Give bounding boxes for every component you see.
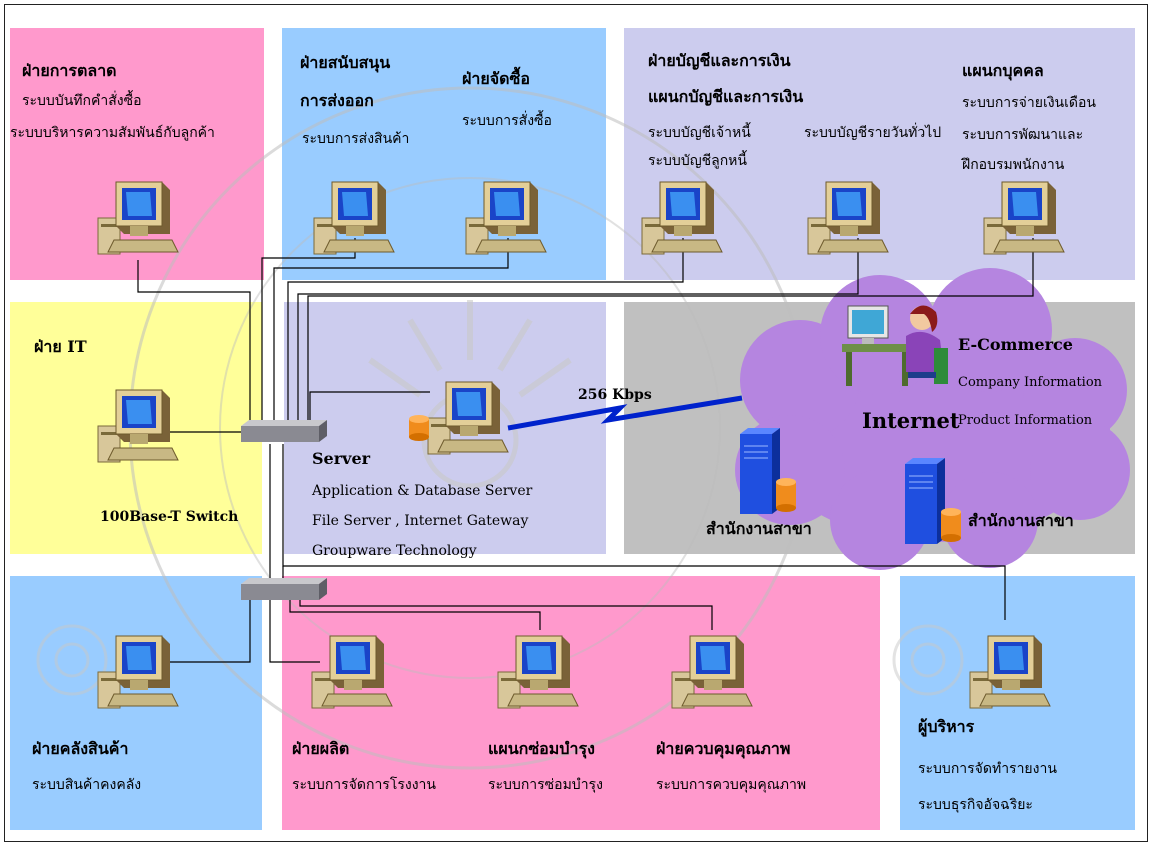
server-role: File Server , Internet Gateway	[312, 513, 529, 529]
marketing-system: ระบบบันทึกคำสั่งซื้อ	[22, 93, 142, 109]
computer-icon	[427, 381, 509, 455]
internet-label: Internet	[862, 408, 960, 433]
warehouse-system: ระบบสินค้าคงคลัง	[32, 777, 142, 793]
quality-system: ระบบการควบคุมคุณภาพ	[656, 777, 807, 793]
production-title: ฝ่ายผลิต	[292, 739, 350, 758]
maintenance-title: แผนกซ่อมบำรุง	[488, 739, 595, 758]
computer-icon	[97, 389, 179, 463]
computer-icon	[465, 181, 547, 255]
computer-icon	[97, 635, 179, 709]
marketing-system: ระบบบริหารความสัมพันธ์กับลูกค้า	[10, 125, 215, 141]
computer-icon	[671, 635, 753, 709]
personnel-system: ระบบการจ่ายเงินเดือน	[962, 95, 1096, 111]
server-title: Server	[312, 449, 371, 468]
ecommerce-user-icon	[842, 305, 948, 386]
zone-accounting-personnel	[624, 28, 1135, 280]
executive-system: ระบบธุรกิจอัจฉริยะ	[918, 797, 1033, 813]
switch-label: 100Base-T Switch	[100, 509, 239, 525]
switch-icon	[241, 578, 327, 600]
executive-title: ผู้บริหาร	[918, 717, 975, 736]
personnel-title: แผนกบุคคล	[962, 61, 1044, 80]
link-speed-label: 256 Kbps	[578, 387, 652, 403]
server-role: Groupware Technology	[312, 543, 477, 559]
computer-icon	[311, 635, 393, 709]
branch-server-icon	[905, 458, 961, 544]
executive-system: ระบบการจัดทำรายงาน	[918, 761, 1057, 777]
computer-icon	[97, 181, 179, 255]
computer-icon	[497, 635, 579, 709]
computer-icon	[313, 181, 395, 255]
computer-icon	[641, 181, 723, 255]
ecommerce-item: Company Information	[958, 375, 1103, 390]
purchasing-system: ระบบการสั่งซื้อ	[462, 113, 552, 129]
accounting-system: ระบบบัญชีรายวันทั่วไป	[804, 125, 942, 141]
computer-icon	[983, 181, 1065, 255]
ecommerce-title: E-Commerce	[958, 335, 1073, 354]
personnel-system: ระบบการพัฒนาและ	[962, 127, 1084, 143]
computer-icon	[807, 181, 889, 255]
export-support-title: ฝ่ายสนับสนุน	[300, 53, 391, 72]
branch-office-label: สำนักงานสาขา	[968, 511, 1074, 530]
it-title: ฝ่าย IT	[34, 337, 87, 356]
accounting-system: ระบบบัญชีลูกหนี้	[648, 153, 747, 169]
wan-link-256kbps	[507, 395, 743, 431]
accounting-title: ฝ่ายบัญชีและการเงิน	[648, 51, 791, 70]
purchasing-title: ฝ่ายจัดซื้อ	[462, 69, 530, 88]
zone-marketing	[10, 28, 264, 280]
branch-server-icon	[740, 428, 796, 514]
computer-icon	[969, 635, 1051, 709]
branch-office-label: สำนักงานสาขา	[706, 519, 812, 538]
diagram-border	[4, 4, 1148, 842]
export-support-system: ระบบการส่งสินค้า	[302, 131, 410, 147]
production-system: ระบบการจัดการโรงงาน	[292, 777, 436, 793]
server-role: Application & Database Server	[312, 483, 533, 499]
export-support-title: การส่งออก	[300, 91, 374, 110]
accounting-system: ระบบบัญชีเจ้าหนี้	[648, 125, 751, 141]
maintenance-system: ระบบการซ่อมบำรุง	[488, 777, 603, 793]
ecommerce-item: Product Information	[958, 413, 1093, 428]
marketing-title: ฝ่ายการตลาด	[22, 61, 117, 80]
switch-icon	[241, 420, 327, 442]
database-icon	[409, 415, 429, 441]
personnel-system: ฝึกอบรมพนักงาน	[962, 157, 1065, 173]
accounting-subtitle: แผนกบัญชีและการเงิน	[648, 87, 804, 106]
quality-title: ฝ่ายควบคุมคุณภาพ	[656, 739, 791, 758]
warehouse-title: ฝ่ายคลังสินค้า	[32, 739, 129, 758]
